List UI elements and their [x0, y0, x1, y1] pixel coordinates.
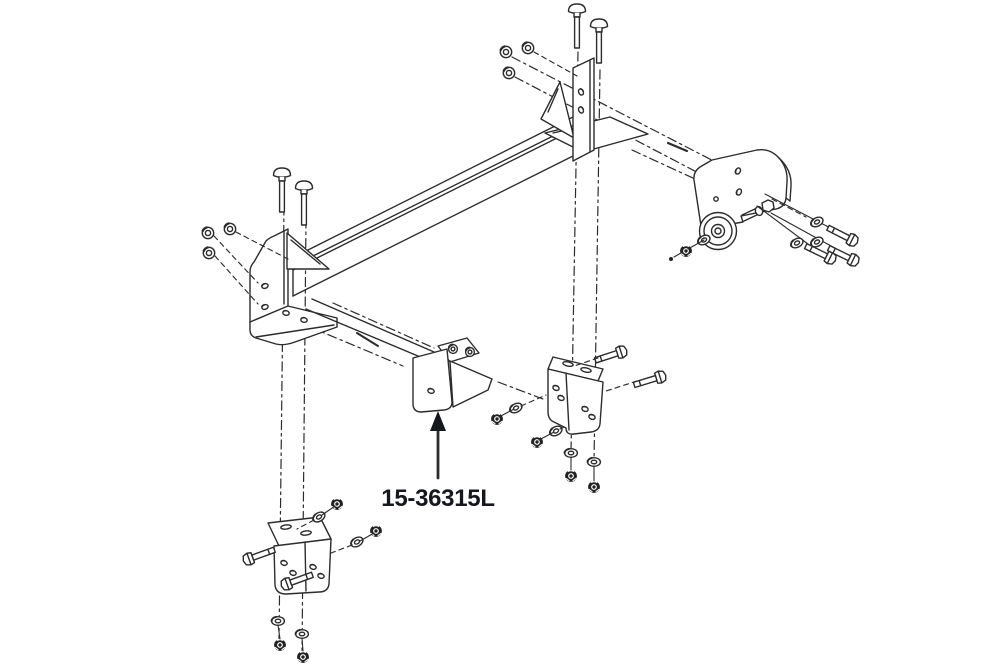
- right-side-fasteners: [756, 193, 862, 269]
- center-mount-bracket: [305, 298, 493, 413]
- crossbar-channel: [292, 116, 574, 297]
- lower-left-mount-bracket: [240, 497, 383, 664]
- center-bracket-gusset: [449, 360, 493, 408]
- roller-wheel: [698, 211, 738, 251]
- pointer-arrow: [430, 411, 446, 480]
- lower-right-mount-bracket: [547, 343, 669, 494]
- upper-left-nuts: [201, 222, 289, 305]
- roller-bracket-assembly: [669, 148, 792, 261]
- upper-right-nuts: [499, 41, 578, 80]
- left-frame-bracket: [249, 228, 338, 346]
- left-gusset: [286, 232, 330, 270]
- part-label: 15-36315L: [381, 485, 494, 512]
- centerlines: [278, 51, 734, 654]
- roller-nut: [679, 244, 693, 258]
- right-end-plate: [540, 57, 649, 162]
